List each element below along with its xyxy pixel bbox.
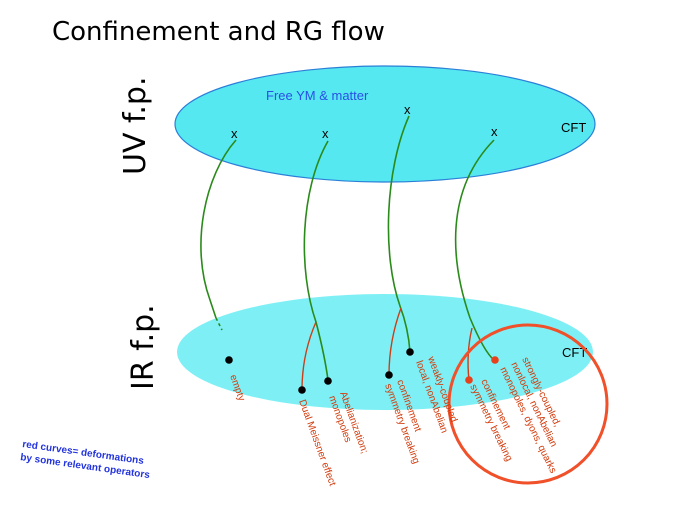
flow-curve-4 — [454, 139, 495, 361]
deformation-curve-2 — [388, 307, 402, 376]
deformation-curve-1 — [301, 321, 317, 391]
flow-curve-2 — [303, 140, 329, 381]
uv-fixed-point-ellipse — [174, 65, 596, 183]
ir-fixed-point-ellipse — [177, 294, 593, 410]
cft-top-label: CFT — [561, 120, 586, 135]
ir-point-abelianization — [324, 377, 332, 385]
uv-point-x-3: x — [404, 102, 411, 117]
non-lagrangian-highlight-circle — [447, 323, 609, 485]
ir-fp-label: IR f.p. — [126, 304, 161, 390]
ir-point-strongly-coupled — [491, 356, 499, 364]
cft-bottom-label: CFT — [562, 345, 587, 360]
flow-curve-empty-dash — [215, 317, 223, 331]
uv-content-label: Free YM & matter — [266, 88, 369, 103]
uv-point-x-1: x — [231, 126, 238, 141]
uv-fp-label: UV f.p. — [118, 76, 153, 175]
flow-curve-3 — [387, 115, 411, 353]
uv-point-x-4: x — [491, 124, 498, 139]
ir-point-confinement-red — [465, 376, 473, 384]
slide-title: Confinement and RG flow — [52, 17, 385, 47]
ir-point-confinement — [385, 371, 393, 379]
ir-point-weakly-coupled — [406, 348, 414, 356]
ir-point-empty — [225, 356, 233, 364]
flow-curve-empty — [200, 139, 237, 319]
ir-point-dual-meissner — [298, 386, 306, 394]
uv-point-x-2: x — [322, 126, 329, 141]
